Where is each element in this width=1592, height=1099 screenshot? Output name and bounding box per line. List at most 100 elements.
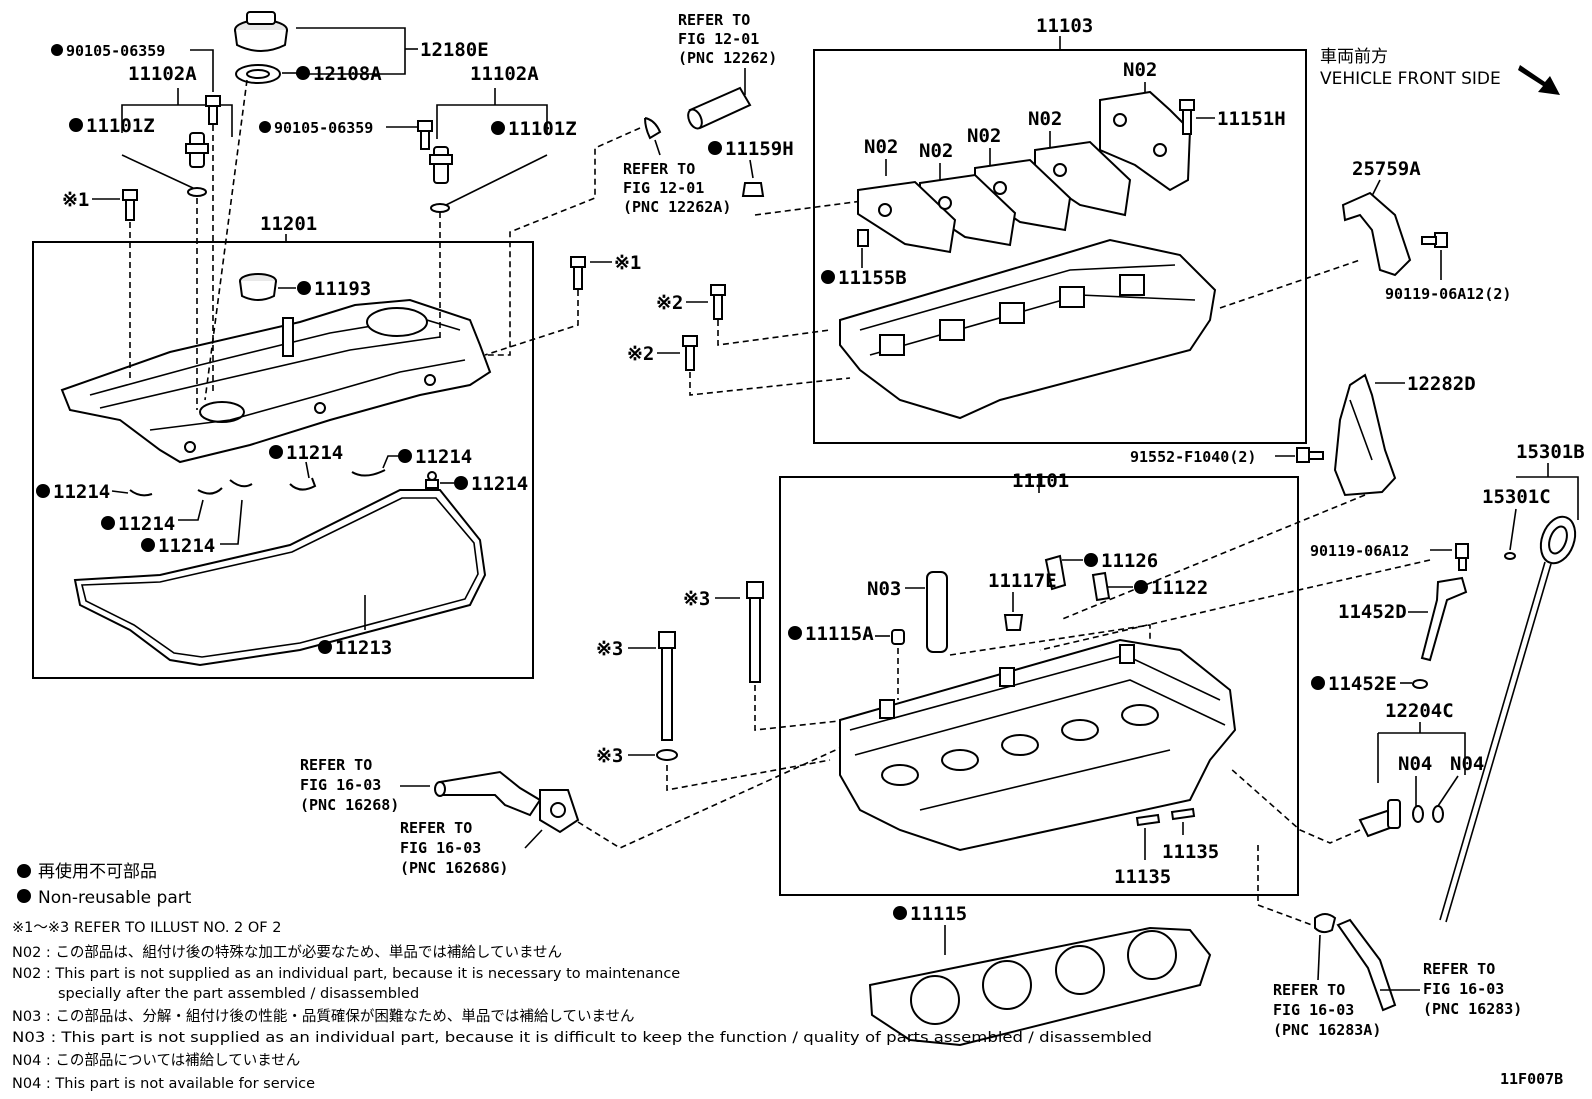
label-N02-1: N02: [1123, 59, 1157, 81]
label-90105-06359-a: 90105-06359: [66, 42, 165, 60]
note-N03-en: N03 : This part is not supplied as an in…: [12, 1030, 1152, 1046]
camshaft-housing: [839, 238, 1217, 420]
clip-11214-e: [197, 487, 223, 495]
label-ref1-right: ※1: [614, 252, 641, 274]
bolt-90119-a: [1421, 232, 1448, 248]
refer-fig12-01-a-line3: (PNC 12262): [678, 49, 777, 67]
label-11122: 11122: [1151, 577, 1208, 599]
oil-filler-cap: [234, 11, 288, 52]
pin-11126: [1044, 554, 1067, 591]
clamp-16283A: [1314, 913, 1337, 934]
refer-fig16-03-c-line1: REFER TO: [1273, 981, 1345, 999]
o-ring-right: [430, 203, 450, 213]
label-N02-3: N02: [967, 125, 1001, 147]
guide-11452D: [1420, 576, 1468, 662]
refer-fig12-01-b-line2: FIG 12-01: [623, 179, 704, 197]
clip-11214-c: [425, 471, 439, 489]
o-ring-left: [187, 187, 207, 197]
label-11103: 11103: [1036, 15, 1093, 37]
bolt-91552: [1296, 447, 1324, 463]
bracket-25759A: [1341, 191, 1412, 277]
label-91552-F1040-2: 91552-F1040(2): [1130, 448, 1256, 466]
label-N04-b: N04: [1450, 753, 1484, 775]
cylinder-head: [839, 638, 1237, 852]
label-ref3-b: ※3: [596, 638, 623, 660]
hose-16268: [439, 770, 542, 817]
legend-nonreuse-jp: 再使用不可部品: [38, 861, 157, 882]
label-ref2-a: ※2: [656, 292, 683, 314]
label-11126: 11126: [1101, 550, 1158, 572]
clamp-12262A: [644, 117, 662, 140]
label-12204C: 12204C: [1385, 700, 1454, 722]
oil-level-gauge: [1439, 515, 1577, 923]
plug-11117E: [1003, 614, 1024, 631]
label-11214-a: 11214: [286, 442, 343, 464]
o-ring-15301C: [1504, 552, 1516, 560]
oil-filler-cap-seal: [239, 273, 277, 301]
sleeve-N03: [926, 571, 948, 653]
camshaft-bearing-caps: [857, 90, 1192, 254]
bolt-ref3-b: [658, 631, 676, 741]
refer-fig16-03-b-line3: (PNC 16268G): [400, 859, 508, 877]
label-11101Z-left: 11101Z: [86, 115, 155, 137]
cylinder-head-cover-box: [32, 241, 534, 679]
note-N04-en: N04 : This part is not available for ser…: [12, 1076, 315, 1092]
label-ref2-b: ※2: [627, 343, 654, 365]
bolt-ref3-long: [746, 581, 764, 683]
bolt-11151H: [1179, 99, 1195, 135]
label-15301B: 15301B: [1516, 441, 1585, 463]
label-11151H: 11151H: [1217, 108, 1286, 130]
label-N03: N03: [867, 578, 901, 600]
label-11193: 11193: [314, 278, 371, 300]
bolt-90119-b: [1455, 543, 1469, 571]
label-11135-b: 11135: [1162, 841, 1219, 863]
bracket-12282D: [1333, 373, 1397, 497]
front-arrow-icon: [1518, 65, 1560, 95]
label-11214-c: 11214: [471, 473, 528, 495]
label-N04-a: N04: [1398, 753, 1432, 775]
o-ring-N04-a: [1412, 805, 1424, 823]
label-11135-a: 11135: [1114, 866, 1171, 888]
cylinder-head-gasket: [868, 926, 1212, 1047]
cylinder-head-cover: [60, 298, 492, 464]
refer-fig16-03-d-line2: FIG 16-03: [1423, 980, 1504, 998]
label-11452E: 11452E: [1328, 673, 1397, 695]
label-11214-b: 11214: [415, 446, 472, 468]
oil-control-valve-12204C: [1358, 799, 1401, 838]
label-11155B: 11155B: [838, 267, 907, 289]
bolt-90105-a: [205, 95, 221, 125]
label-12180E: 12180E: [420, 39, 489, 61]
note-N03-jp: N03 : この部品は、分解・組付け後の性能・品質確保が困難なため、単品では補給…: [12, 1007, 635, 1025]
bolt-ref2-b: [682, 335, 698, 371]
pin-11122: [1091, 571, 1111, 602]
label-90119-06A12-2: 90119-06A12(2): [1385, 285, 1511, 303]
refer-fig16-03-b-line1: REFER TO: [400, 819, 472, 837]
note-N02-en-2: specially after the part assembled / dis…: [58, 986, 419, 1002]
pin-11135-a: [1135, 813, 1161, 827]
label-11213: 11213: [335, 637, 392, 659]
label-11115A: 11115A: [805, 623, 874, 645]
figure-id: 11F007B: [1500, 1070, 1563, 1088]
label-11214-e: 11214: [118, 513, 175, 535]
label-11452D: 11452D: [1338, 601, 1407, 623]
o-ring-N04-b: [1432, 805, 1444, 823]
refer-fig12-01-a-line2: FIG 12-01: [678, 30, 759, 48]
label-11117E: 11117E: [988, 570, 1057, 592]
hose-16283: [1336, 918, 1397, 1012]
washer-ref3: [656, 749, 678, 761]
label-12108A: 12108A: [313, 63, 382, 85]
label-11214-d: 11214: [53, 481, 110, 503]
label-11201: 11201: [260, 213, 317, 235]
camshaft-position-sensor-left: [185, 132, 209, 168]
refer-fig16-03-c-line3: (PNC 16283A): [1273, 1021, 1381, 1039]
bolt-ref2-a: [710, 284, 726, 320]
legend-dot-jp: [17, 864, 31, 878]
label-11101Z-right: 11101Z: [508, 118, 577, 140]
label-15301C: 15301C: [1482, 486, 1551, 508]
legend-dot-en: [17, 889, 31, 903]
bolt-90105-b: [417, 120, 433, 150]
refer-fig16-03-a-line2: FIG 16-03: [300, 776, 381, 794]
note-N02-jp: N02 : この部品は、組付け後の特殊な加工が必要なため、単品では補給していませ…: [12, 944, 562, 961]
refer-fig16-03-c-line2: FIG 16-03: [1273, 1001, 1354, 1019]
